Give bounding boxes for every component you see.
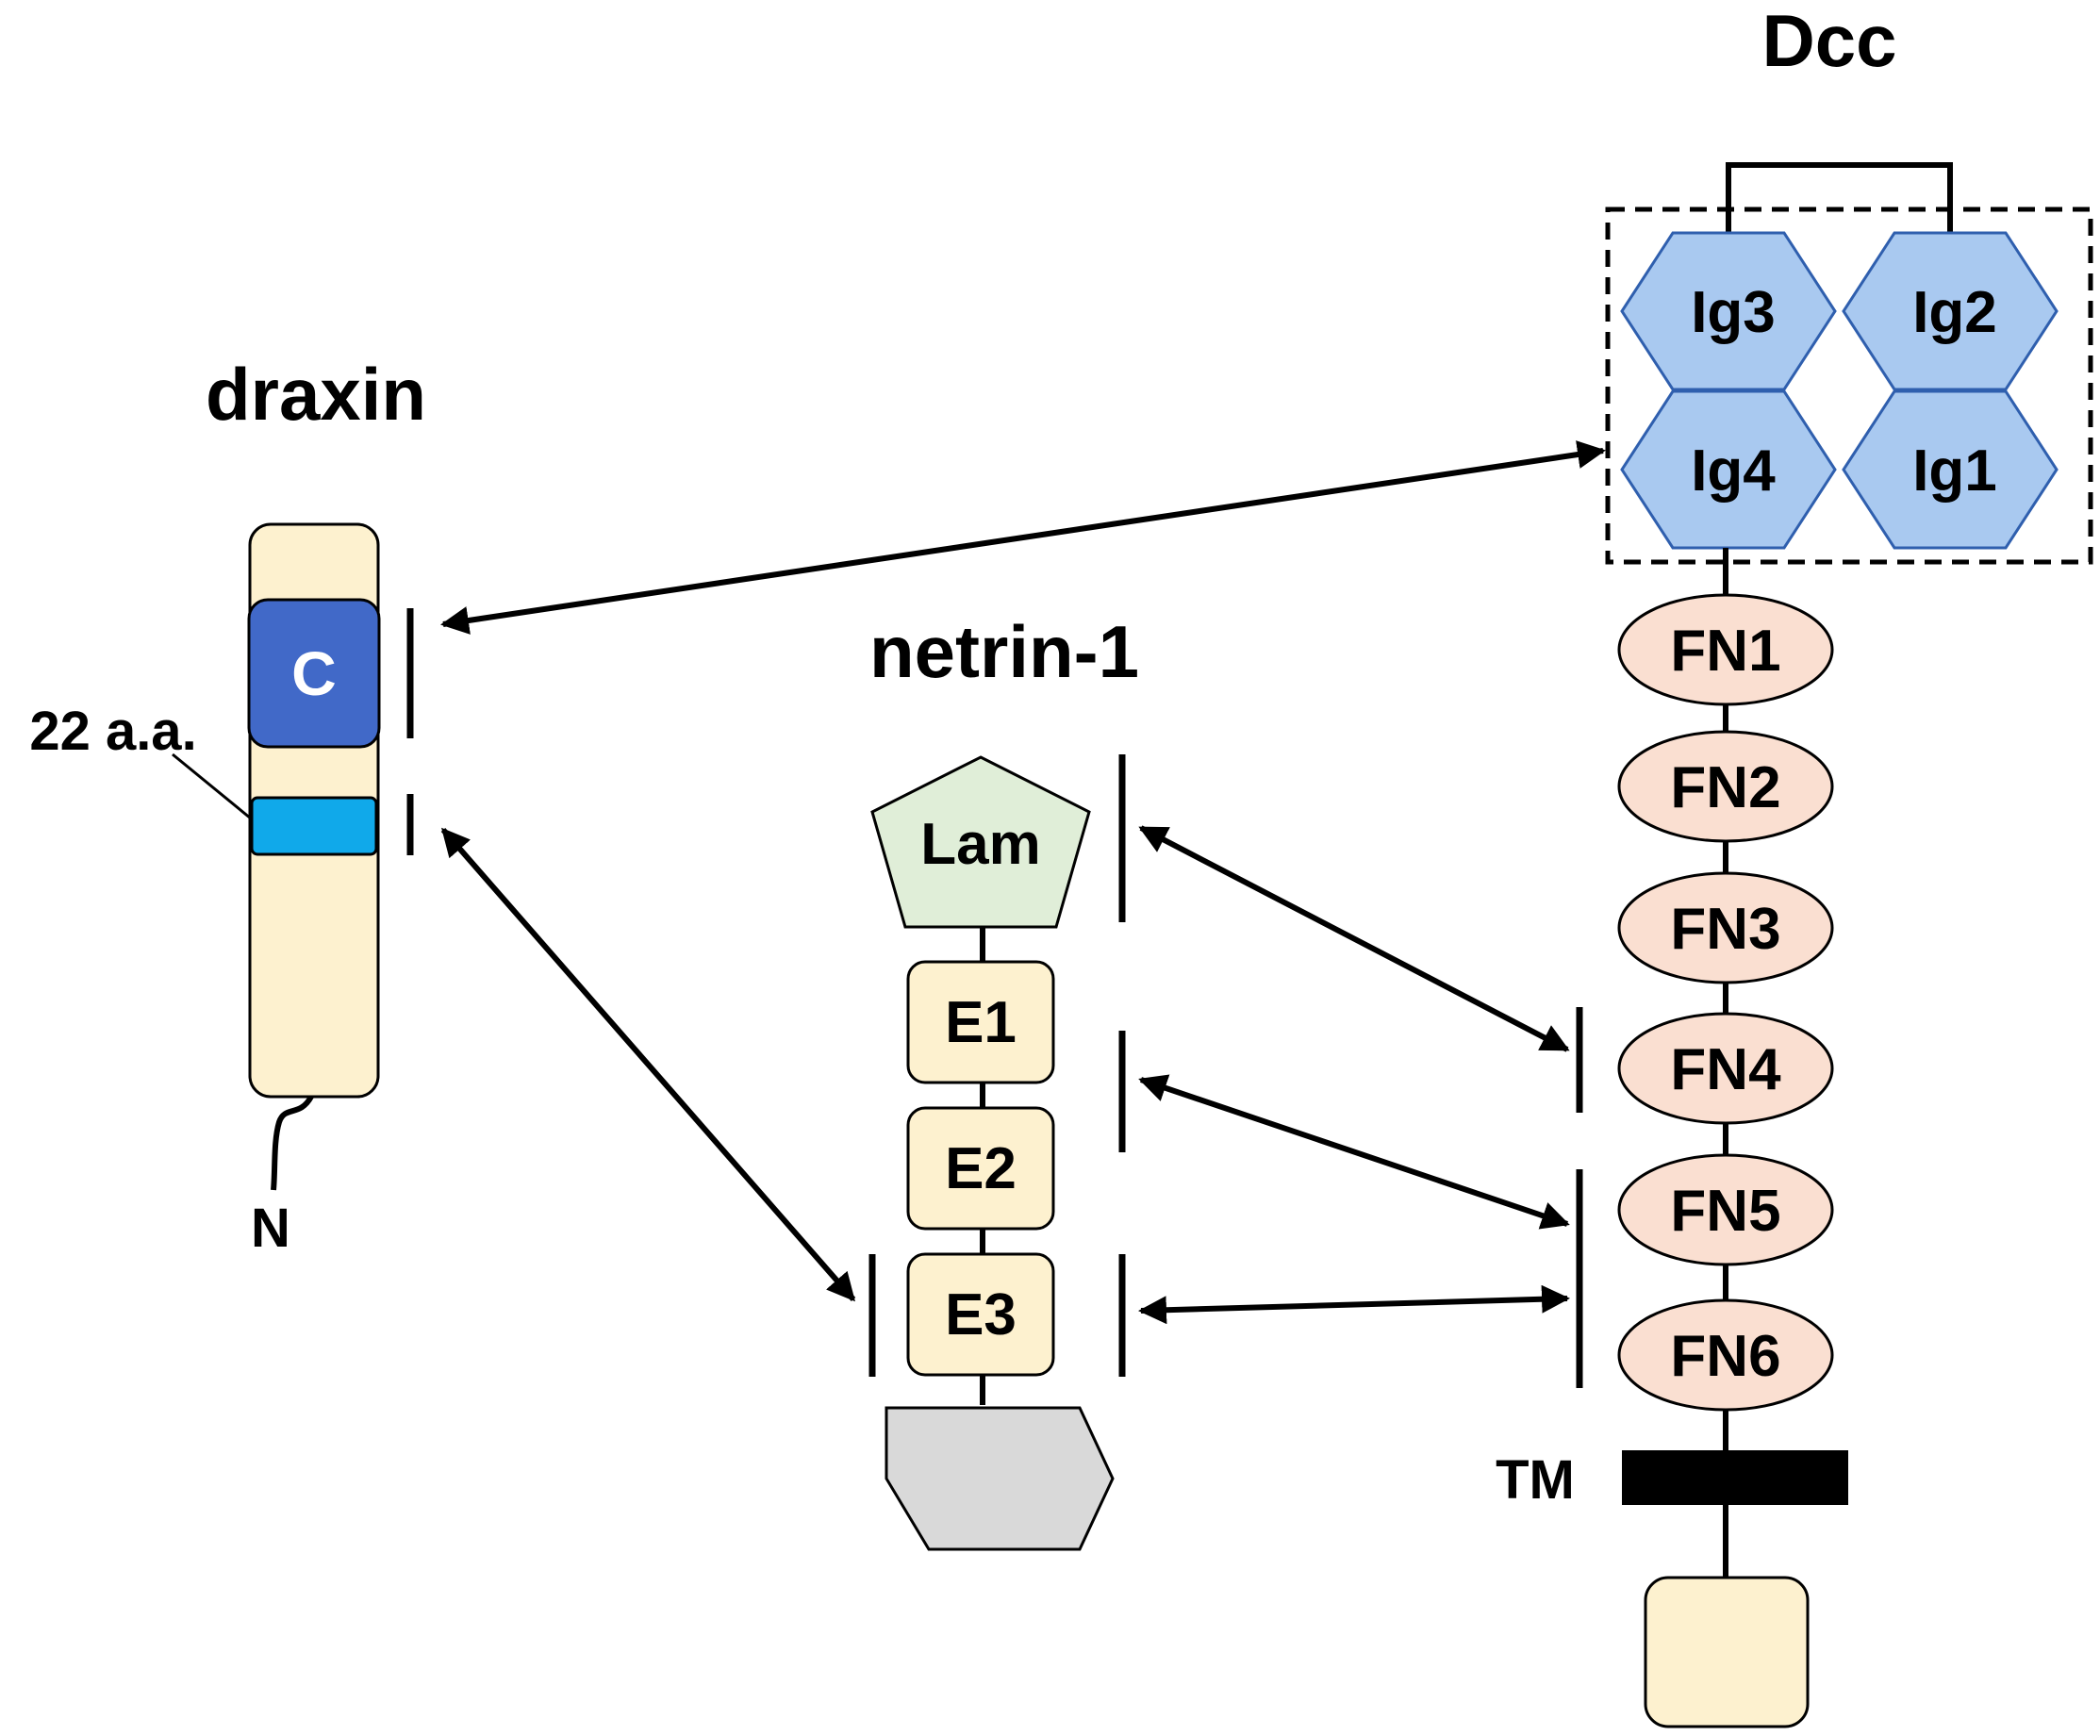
band-pointer-line bbox=[172, 752, 252, 820]
dcc-fn6-label: FN6 bbox=[1670, 1324, 1780, 1389]
draxin-c-domain-label: C bbox=[291, 638, 337, 708]
dcc-fn5-label: FN5 bbox=[1670, 1179, 1780, 1244]
netrin-title: netrin-1 bbox=[869, 610, 1139, 693]
arrow-netrin-lam-to-dcc-fn4 bbox=[1138, 825, 1570, 1052]
dcc-fn5-domain bbox=[1617, 1153, 1834, 1266]
netrin-e3-domain bbox=[906, 1252, 1055, 1377]
netrin-e3-label: E3 bbox=[945, 1282, 1017, 1347]
arrow-draxin-c-to-dcc-ig bbox=[440, 440, 1606, 635]
draxin-n-label: N bbox=[251, 1198, 290, 1259]
netrin-e1-label: E1 bbox=[945, 990, 1017, 1055]
dcc-tm-label: TM bbox=[1496, 1449, 1575, 1511]
netrin-lam-label: Lam bbox=[920, 812, 1040, 877]
dcc-fn2-domain bbox=[1617, 730, 1834, 843]
draxin-22aa-label: 22 a.a. bbox=[29, 701, 196, 762]
dcc-fn3-label: FN3 bbox=[1670, 897, 1780, 962]
dcc-fn1-domain bbox=[1617, 593, 1834, 706]
dcc-fn6-domain bbox=[1617, 1298, 1834, 1412]
netrin-c-terminal-domain bbox=[885, 1406, 1115, 1551]
dcc-ig-dashed-box bbox=[1605, 207, 2093, 565]
draxin-title: draxin bbox=[206, 353, 426, 436]
dcc-fn4-label: FN4 bbox=[1670, 1037, 1781, 1102]
dcc-fn2-label: FN2 bbox=[1670, 755, 1780, 820]
netrin-lam-domain bbox=[870, 755, 1091, 929]
dcc-ig1-domain bbox=[1842, 389, 2059, 550]
draxin-n-tail bbox=[271, 1095, 314, 1191]
dcc-ig-connector bbox=[1726, 162, 1953, 233]
netrin-e2-label: E2 bbox=[945, 1136, 1017, 1201]
netrin-e1-domain bbox=[906, 960, 1055, 1084]
dcc-group: Dcc Ig3 Ig2 Ig4 Ig1 FN1 FN2 FN3 FN4 FN5 … bbox=[1496, 0, 2093, 1728]
dcc-fn1-label: FN1 bbox=[1670, 619, 1780, 684]
arrow-netrin-e3-to-dcc-fn5-fn6 bbox=[1138, 1284, 1570, 1325]
draxin-22aa-band bbox=[250, 796, 378, 856]
dcc-ig2-label: Ig2 bbox=[1912, 280, 1997, 345]
dcc-ig3-label: Ig3 bbox=[1691, 280, 1776, 345]
dcc-fn4-domain bbox=[1617, 1012, 1834, 1125]
interaction-arrows bbox=[440, 440, 1606, 1325]
dcc-ig3-domain bbox=[1620, 231, 1837, 391]
netrin-group: netrin-1 Lam E1 E2 E3 bbox=[868, 610, 1139, 1551]
netrin-e2-domain bbox=[906, 1106, 1055, 1231]
dcc-ig4-label: Ig4 bbox=[1691, 438, 1776, 504]
dcc-cytoplasmic-domain bbox=[1644, 1576, 1810, 1728]
dcc-ig1-label: Ig1 bbox=[1912, 438, 1997, 504]
draxin-group: draxin C 22 a.a. N bbox=[29, 353, 426, 1259]
arrow-netrin-e1e2-to-dcc-fn5 bbox=[1138, 1074, 1570, 1230]
arrow-draxin-22aa-to-netrin-e3 bbox=[440, 827, 856, 1302]
dcc-ig4-domain bbox=[1620, 389, 1837, 550]
dcc-tm-domain bbox=[1622, 1450, 1848, 1505]
dcc-fn3-domain bbox=[1617, 871, 1834, 984]
dcc-title: Dcc bbox=[1761, 0, 1896, 82]
dcc-ig2-domain bbox=[1842, 231, 2059, 391]
draxin-c-domain bbox=[247, 598, 381, 749]
